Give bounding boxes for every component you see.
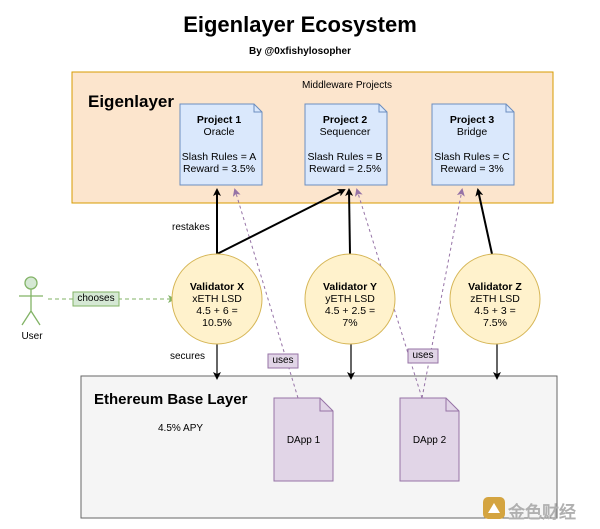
middleware-label: Middleware Projects: [301, 80, 393, 91]
project-3-doc: [431, 103, 515, 186]
project-name: Project 2: [322, 114, 368, 126]
project-slash: Slash Rules = C: [434, 151, 510, 163]
chooses-tag: chooses: [77, 293, 115, 304]
project-3-text: Project 3 Bridge Slash Rules = C Reward …: [430, 114, 514, 175]
dapp-1-doc: [273, 397, 334, 482]
validator-result: 7%: [342, 317, 358, 329]
project-type: Sequencer: [319, 126, 371, 138]
uses-tag-box-2: [407, 348, 439, 364]
validator-y-node: [304, 253, 396, 345]
chooses-tag-box: [72, 291, 120, 307]
validator-lsd: zETH LSD: [470, 293, 520, 305]
uses-tag-2: uses: [412, 350, 434, 361]
base-layer-title: Ethereum Base Layer: [94, 391, 248, 408]
uses-tag-box-1: [267, 353, 299, 369]
secure-edges: [213, 344, 501, 380]
watermark-logo: [483, 497, 505, 519]
project-name: Project 1: [196, 114, 242, 126]
validator-x-text: Validator X xETH LSD 4.5 + 6 = 10.5%: [177, 281, 257, 329]
watermark-text: 金色财经: [508, 503, 576, 522]
diagram-title: Eigenlayer Ecosystem: [183, 12, 417, 37]
project-reward: Reward = 2.5%: [308, 163, 382, 175]
validator-z-node: [449, 253, 541, 345]
validator-calc: 4.5 + 6 =: [196, 305, 238, 317]
secures-label: secures: [170, 351, 206, 362]
uses-tag-1: uses: [272, 355, 294, 366]
validator-y-text: Validator Y yETH LSD 4.5 + 2.5 = 7%: [310, 281, 390, 329]
user-label: User: [21, 331, 43, 342]
validator-name: Validator X: [189, 281, 245, 293]
base-layer-apy: 4.5% APY: [158, 423, 204, 434]
validator-calc: 4.5 + 2.5 =: [324, 305, 376, 317]
restake-edges: [213, 188, 493, 255]
validator-x-node: [171, 253, 263, 345]
validator-name: Validator Y: [322, 281, 378, 293]
project-slash: Slash Rules = B: [307, 151, 383, 163]
validator-lsd: yETH LSD: [325, 293, 375, 305]
user-actor-icon: [19, 276, 43, 326]
project-name: Project 3: [449, 114, 495, 126]
validator-z-text: Validator Z zETH LSD 4.5 + 3 = 7.5%: [455, 281, 535, 329]
project-1-text: Project 1 Oracle Slash Rules = A Reward …: [180, 114, 258, 175]
project-reward: Reward = 3%: [440, 163, 504, 175]
validator-result: 7.5%: [483, 317, 507, 329]
project-slash: Slash Rules = A: [181, 151, 257, 163]
validator-result: 10.5%: [202, 317, 232, 329]
dapp-1-label: DApp 1: [286, 435, 321, 446]
dapp-2-doc: [399, 397, 460, 482]
validator-calc: 4.5 + 3 =: [474, 305, 516, 317]
eigenlayer-title: Eigenlayer: [88, 92, 174, 111]
project-type: Bridge: [456, 126, 488, 138]
project-reward: Reward = 3.5%: [182, 163, 256, 175]
project-2-doc: [304, 103, 388, 186]
validator-lsd: xETH LSD: [192, 293, 242, 305]
validator-name: Validator Z: [468, 281, 522, 293]
project-2-text: Project 2 Sequencer Slash Rules = B Rewa…: [303, 114, 387, 175]
restakes-label: restakes: [172, 222, 210, 233]
dapp-2-label: DApp 2: [412, 435, 447, 446]
project-1-doc: [179, 103, 263, 186]
project-type: Oracle: [203, 126, 235, 138]
diagram-subtitle: By @0xfishylosopher: [248, 46, 351, 57]
